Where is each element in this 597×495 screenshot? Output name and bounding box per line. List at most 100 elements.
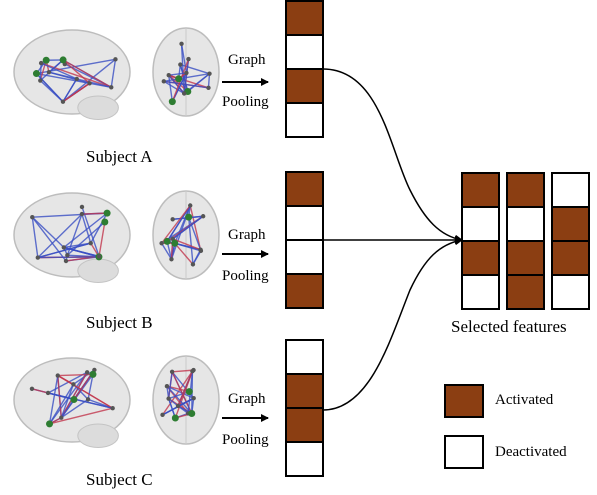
deactivated-cell	[461, 206, 500, 242]
network-edge	[161, 205, 191, 244]
network-node	[207, 71, 212, 76]
network-node	[171, 239, 179, 247]
network-edge	[49, 407, 113, 425]
network-node	[160, 412, 165, 418]
network-edge	[183, 59, 190, 94]
subject-b-graph-label: Graph	[228, 227, 266, 243]
subject-a-label: Subject A	[86, 147, 153, 166]
network-edge	[62, 59, 91, 84]
network-edge	[60, 398, 89, 419]
network-edge	[179, 64, 189, 92]
activated-cell	[506, 240, 545, 276]
activated-cell	[506, 274, 545, 310]
network-edge	[189, 205, 202, 250]
activated-cell	[285, 373, 324, 409]
network-node	[186, 56, 191, 62]
network-node	[96, 254, 102, 259]
network-node	[84, 370, 90, 375]
brain-sagittal-b	[13, 192, 131, 283]
deactivated-cell	[285, 205, 324, 241]
deactivated-cell	[285, 441, 324, 477]
network-node	[55, 373, 60, 378]
network-edge	[174, 242, 194, 265]
activated-cell	[506, 172, 545, 208]
network-edge	[62, 78, 78, 103]
activated-cell	[551, 240, 590, 276]
network-node	[163, 237, 171, 245]
brain-axial-b	[152, 190, 220, 280]
network-edge	[76, 78, 112, 88]
network-node	[175, 403, 181, 409]
network-node	[101, 218, 109, 226]
network-edge	[81, 206, 100, 257]
network-node	[103, 209, 111, 217]
deactivated-cell	[551, 172, 590, 208]
network-node	[42, 56, 50, 64]
feature-vector-b	[285, 171, 324, 309]
selected-column-3	[551, 172, 590, 310]
network-node	[184, 70, 189, 76]
network-node	[166, 72, 171, 78]
network-edge	[60, 371, 88, 419]
network-edge	[31, 388, 49, 394]
brain-axial-a	[152, 27, 220, 117]
feature-vector-c	[285, 339, 324, 477]
network-node	[109, 85, 114, 90]
network-node	[179, 41, 184, 46]
network-node	[85, 397, 91, 402]
network-edge	[172, 215, 204, 240]
network-node	[178, 62, 183, 67]
network-edge	[98, 221, 106, 257]
network-node	[161, 79, 167, 84]
subject-c-graph-label: Graph	[228, 391, 266, 407]
network-node	[185, 213, 193, 221]
network-edge	[166, 385, 193, 415]
deactivated-cell	[461, 274, 500, 310]
network-node	[166, 396, 171, 401]
network-node	[59, 415, 64, 420]
network-edge	[35, 73, 64, 103]
network-node	[89, 370, 97, 378]
subject-a-pooling-label: Pooling	[222, 94, 269, 110]
feature-vector-a	[285, 0, 324, 138]
network-edge	[207, 73, 211, 88]
network-node	[79, 211, 85, 217]
subject-c-label: Subject C	[86, 470, 153, 489]
network-edge	[188, 216, 202, 252]
network-node	[45, 390, 51, 396]
network-node	[188, 203, 193, 208]
brain-axial-c	[152, 355, 220, 445]
cerebellum-outline	[77, 423, 119, 448]
deactivated-cell	[506, 206, 545, 242]
network-node	[185, 388, 193, 396]
network-edge	[31, 217, 39, 258]
network-edge	[62, 58, 116, 103]
network-node	[190, 262, 196, 267]
network-edge	[168, 390, 190, 400]
network-edge	[37, 213, 83, 259]
network-edge	[167, 371, 173, 399]
network-node	[32, 70, 40, 78]
network-node	[59, 56, 67, 64]
network-edge	[39, 60, 47, 81]
legend-activated-swatch	[444, 384, 484, 418]
network-edge	[57, 375, 62, 418]
network-node	[188, 410, 196, 418]
selected-column-1	[461, 172, 500, 310]
network-node	[74, 76, 79, 82]
network-edge	[31, 216, 65, 248]
network-node	[206, 85, 211, 90]
network-edge	[81, 213, 92, 244]
network-node	[63, 258, 69, 264]
network-node	[70, 396, 78, 404]
activated-cell	[285, 68, 324, 104]
network-node	[168, 98, 176, 106]
deactivated-cell	[551, 274, 590, 310]
network-node	[200, 214, 206, 219]
selected-features-label: Selected features	[451, 317, 567, 336]
network-edge	[90, 212, 108, 244]
connector-c	[322, 237, 463, 411]
network-node	[46, 69, 52, 75]
network-edge	[168, 72, 187, 76]
network-node	[181, 91, 187, 96]
